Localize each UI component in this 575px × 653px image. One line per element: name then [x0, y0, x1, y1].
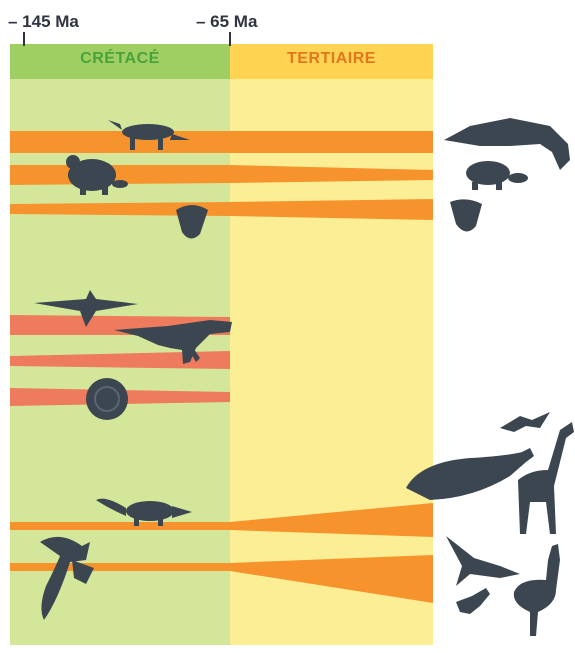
ammonite-icon: [86, 378, 128, 420]
tick-label-65-ma: – 65 Ma: [196, 12, 257, 32]
ostrich-icon: [514, 544, 560, 636]
bat-icon: [500, 412, 550, 432]
timeline-axis: [24, 32, 230, 46]
modern-bird-icon: [446, 536, 520, 586]
tick-label-145-ma: – 145 Ma: [8, 12, 79, 32]
tertiary-label: TERTIAIRE: [230, 50, 433, 68]
modern-lizard-icon: [450, 199, 482, 231]
modern-turtle-icon: [466, 161, 528, 190]
giraffe-icon: [518, 422, 574, 534]
modern-crocodile-icon: [444, 118, 570, 170]
small-bird-icon: [456, 588, 490, 614]
cretaceous-label: CRÉTACÉ: [10, 50, 230, 68]
lineage-band-crocodile: [10, 131, 433, 153]
